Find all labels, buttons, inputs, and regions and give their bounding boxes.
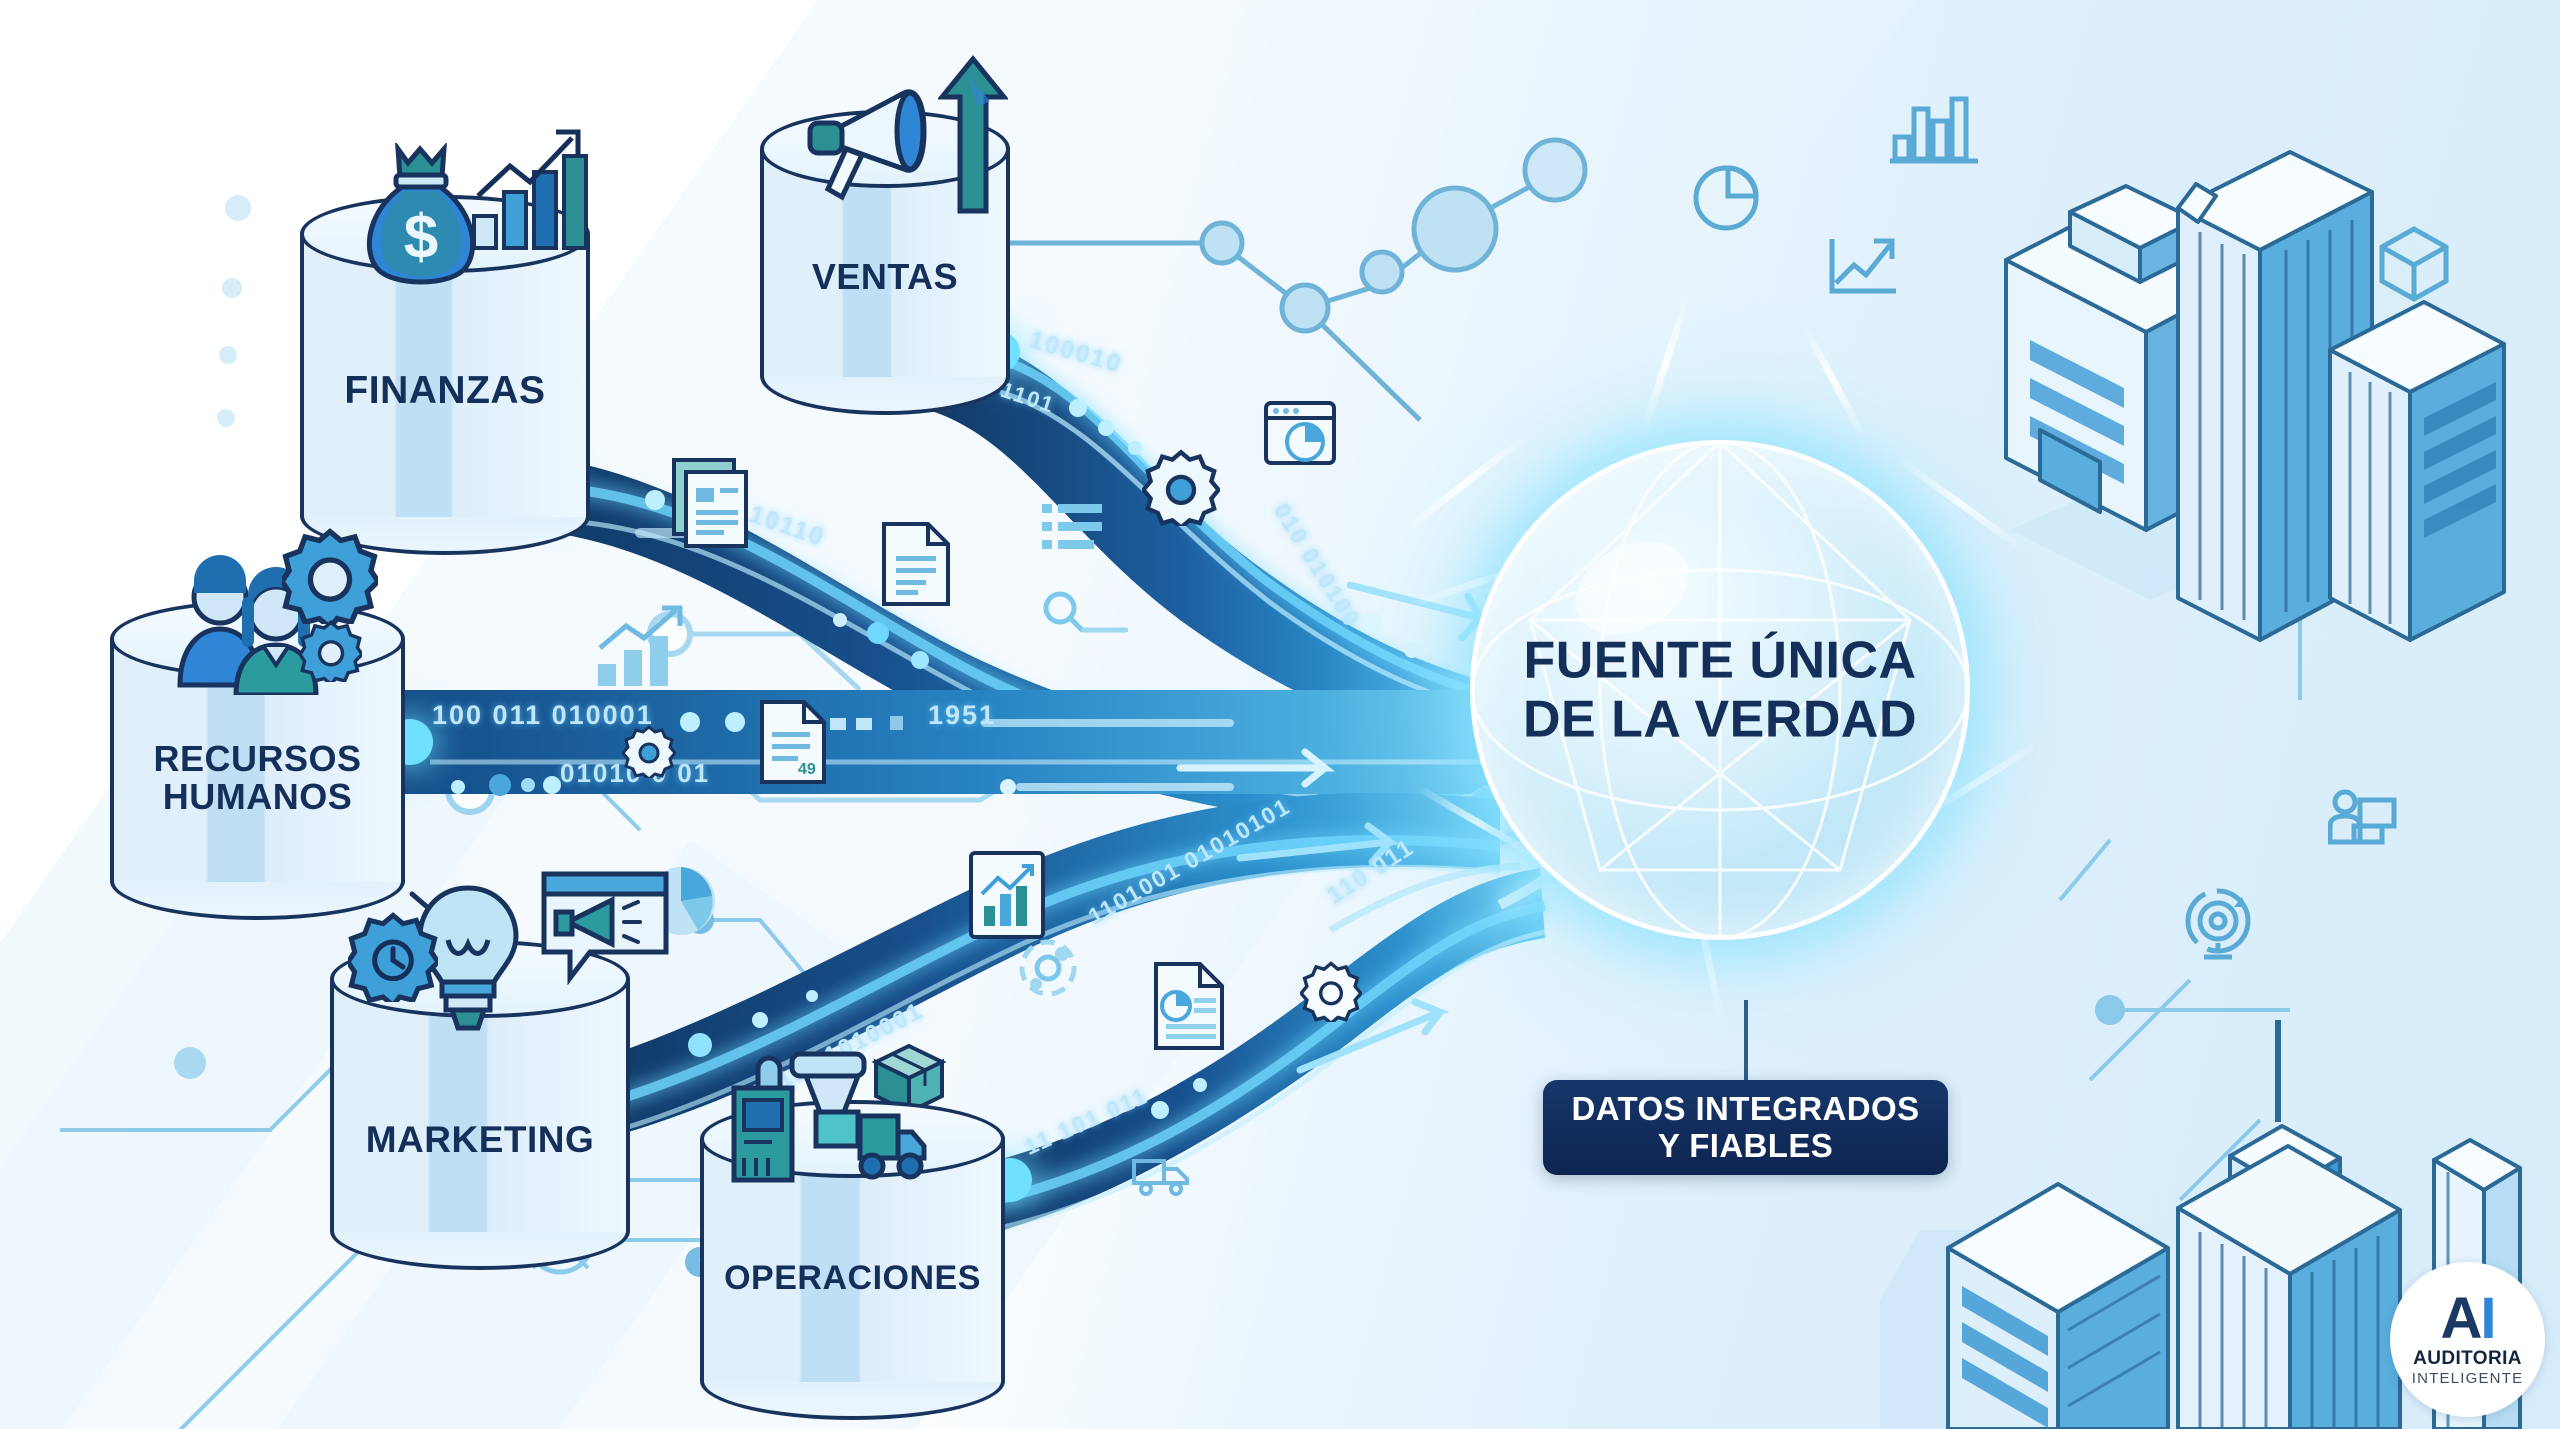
trend-up-frame-icon bbox=[1828, 235, 1900, 302]
up-arrow-icon bbox=[936, 55, 1010, 220]
logo-mark-a: A bbox=[2440, 1286, 2482, 1352]
source-label-finanzas: FINANZAS bbox=[344, 369, 546, 412]
sphere-wireframe bbox=[1470, 440, 1970, 940]
analytics-swirl-icon bbox=[1010, 930, 1086, 1011]
delivery-truck-icon bbox=[1132, 1155, 1192, 1202]
source-label-rrhh: RECURSOS HUMANOS bbox=[110, 738, 405, 818]
list-icon bbox=[1040, 500, 1104, 561]
package-box-icon bbox=[870, 1040, 948, 1123]
source-label-rrhh-line1: RECURSOS bbox=[153, 738, 362, 779]
logo-line2: INTELIGENTE bbox=[2411, 1369, 2524, 1387]
document-icon bbox=[880, 520, 952, 613]
chart-report-icon bbox=[968, 850, 1046, 945]
source-label-marketing: MARKETING bbox=[365, 1119, 595, 1160]
lightbulb-icon bbox=[397, 880, 528, 1040]
logo-mark-i: I bbox=[2480, 1286, 2496, 1352]
cube-outline-icon bbox=[2378, 225, 2450, 308]
document-icon bbox=[672, 458, 750, 555]
pie-chart-icon bbox=[1690, 160, 1762, 237]
document-pie-icon bbox=[1152, 960, 1226, 1057]
logo-mark: AI bbox=[2440, 1290, 2496, 1348]
document-icon: 49 bbox=[758, 698, 828, 791]
source-label-operaciones: OPERACIONES bbox=[724, 1259, 981, 1297]
person-screen-icon bbox=[2327, 788, 2398, 855]
center-title: FUENTE ÚNICA DE LA VERDAD bbox=[1470, 631, 1970, 749]
badge-connector-line bbox=[1744, 1000, 1748, 1080]
bar-chart-growth-icon bbox=[470, 120, 600, 257]
gear-icon bbox=[1298, 960, 1364, 1027]
source-label-rrhh-line2: HUMANOS bbox=[162, 776, 353, 818]
gear-clock-icon bbox=[344, 912, 442, 1009]
network-nodes-icon bbox=[1000, 137, 1588, 422]
bar-chart-icon bbox=[1890, 95, 1980, 172]
center-title-line2: DE LA VERDAD bbox=[1522, 690, 1918, 748]
svg-text:49: 49 bbox=[798, 761, 816, 778]
gear-icon bbox=[1140, 448, 1222, 531]
badge-line2: Y FIABLES bbox=[1657, 1126, 1834, 1164]
center-title-line1: FUENTE ÚNICA bbox=[1523, 631, 1917, 690]
status-badge[interactable]: DATOS INTEGRADOS Y FIABLES bbox=[1543, 1080, 1948, 1175]
gear-icon bbox=[621, 724, 677, 783]
badge-line1: DATOS INTEGRADOS bbox=[1571, 1089, 1920, 1127]
gear-icon bbox=[297, 620, 365, 687]
single-source-of-truth-sphere[interactable]: FUENTE ÚNICA DE LA VERDAD bbox=[1320, 290, 2120, 1090]
search-icon bbox=[1042, 590, 1129, 641]
cylinder-body bbox=[300, 233, 590, 517]
money-bag-icon: $ bbox=[358, 140, 483, 298]
logo-line1: AUDITORIA bbox=[2413, 1347, 2522, 1369]
megaphone-speech-icon bbox=[540, 870, 670, 1000]
source-cylinder-rrhh[interactable]: RECURSOS HUMANOS bbox=[110, 600, 405, 920]
stream-label-rrhh-a: 100 011 010001 bbox=[432, 700, 654, 730]
svg-text:$: $ bbox=[404, 203, 438, 272]
browser-pie-icon bbox=[1263, 400, 1337, 471]
target-globe-icon bbox=[2180, 885, 2260, 970]
bar-chart-growth-icon bbox=[590, 600, 700, 695]
source-label-ventas: VENTAS bbox=[811, 256, 959, 297]
megaphone-icon bbox=[800, 85, 950, 220]
factory-icon bbox=[730, 1050, 930, 1200]
brand-logo[interactable]: AI AUDITORIA INTELIGENTE bbox=[2390, 1262, 2545, 1417]
stream-label-rrhh-c: 1951 bbox=[928, 700, 997, 730]
